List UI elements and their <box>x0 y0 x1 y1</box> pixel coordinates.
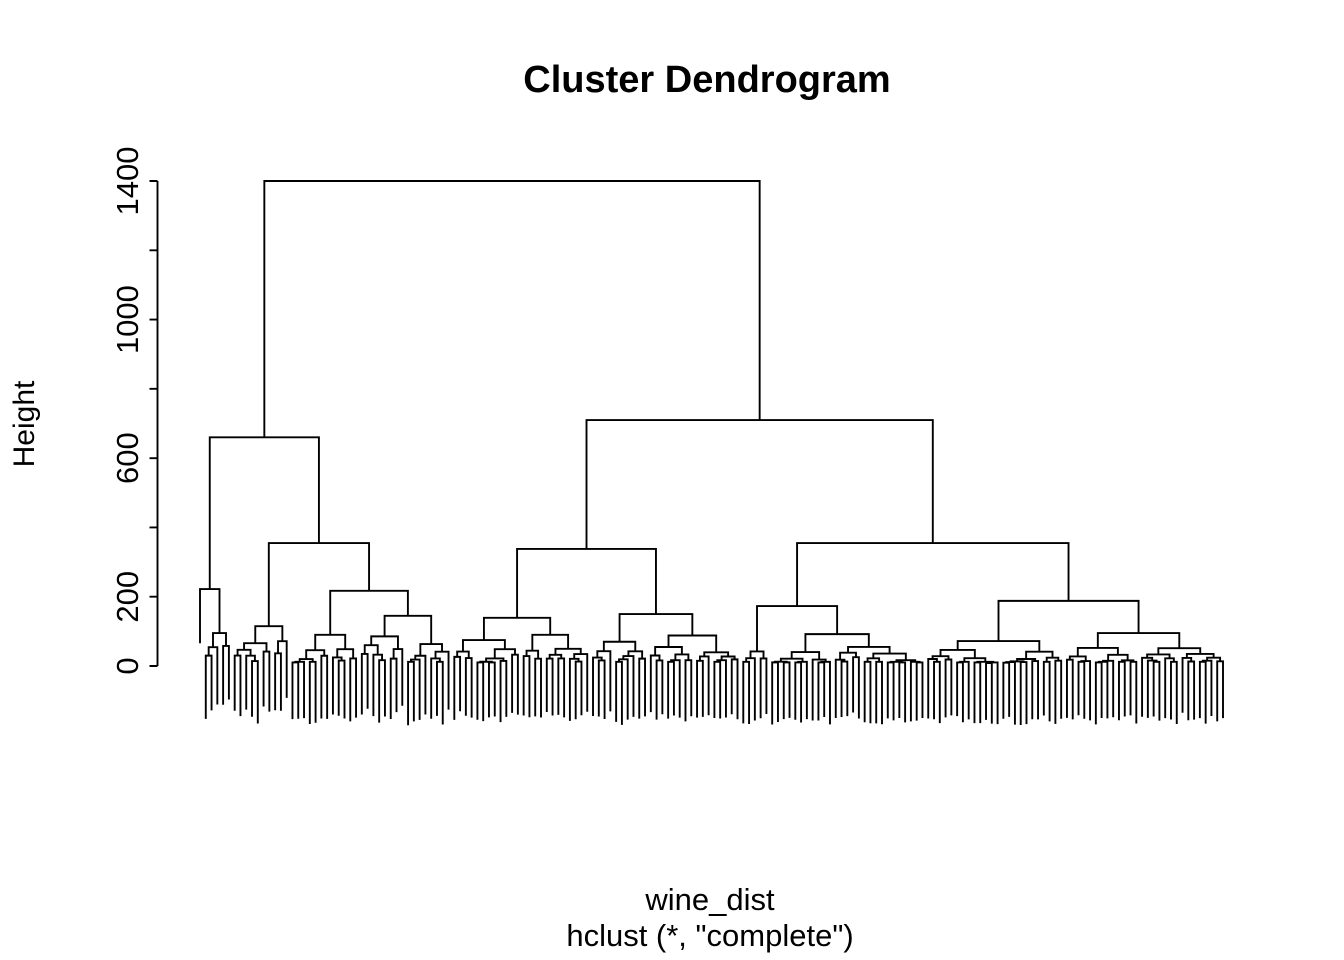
y-tick-label-1400: 1400 <box>110 147 145 216</box>
x-axis-subtitle: hclust (*, "complete") <box>566 918 853 953</box>
dendrogram-tree <box>199 180 1224 726</box>
y-tick-label-0: 0 <box>110 657 145 674</box>
y-axis: 0 200 600 1000 1400 <box>110 147 159 675</box>
y-tick-label-200: 200 <box>110 571 145 623</box>
y-tick-label-1000: 1000 <box>110 285 145 354</box>
y-axis-line-and-ticks <box>149 180 159 667</box>
x-axis-title: wine_dist <box>644 882 775 917</box>
y-axis-title: Height <box>8 380 41 467</box>
dendrogram-branches <box>199 180 1224 726</box>
plot-title: Cluster Dendrogram <box>523 59 890 101</box>
y-tick-label-600: 600 <box>110 432 145 484</box>
